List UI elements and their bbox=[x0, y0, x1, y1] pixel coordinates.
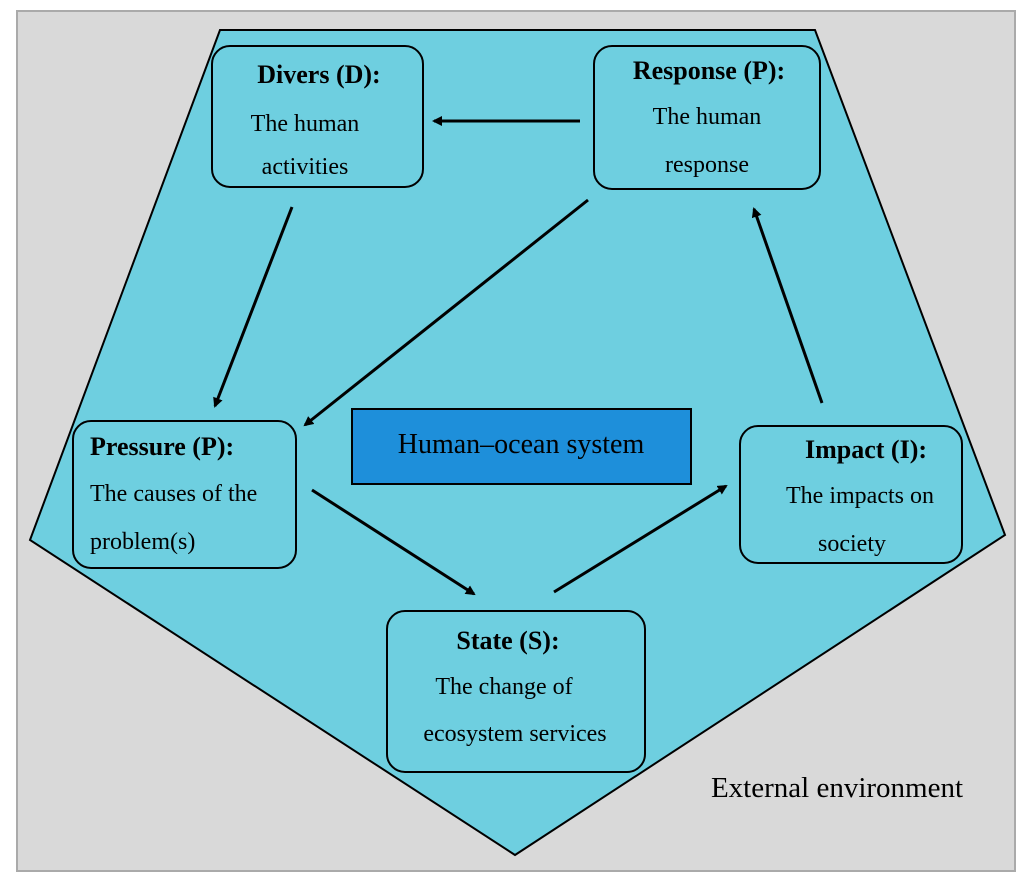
state-line2: ecosystem services bbox=[423, 721, 606, 747]
pressure-line1: The causes of the bbox=[90, 481, 257, 507]
arrow-drivers-to-pressure bbox=[213, 206, 294, 408]
arrow-impact-to-response bbox=[751, 207, 824, 404]
impact-node: Impact (I): The impacts on society bbox=[739, 425, 963, 564]
external-environment-label: External environment bbox=[711, 772, 963, 804]
impact-line1: The impacts on bbox=[786, 483, 934, 509]
drivers-line1: The human bbox=[251, 111, 360, 137]
pressure-node: Pressure (P): The causes of the problem(… bbox=[72, 420, 297, 569]
arrow-pressure-to-state bbox=[311, 488, 476, 596]
impact-line2: society bbox=[818, 531, 886, 557]
drivers-line2: activities bbox=[262, 154, 349, 180]
response-line1: The human bbox=[653, 104, 762, 130]
state-node: State (S): The change of ecosystem servi… bbox=[386, 610, 646, 773]
drivers-title: Divers (D): bbox=[257, 60, 380, 89]
impact-title: Impact (I): bbox=[805, 435, 927, 464]
pressure-line2: problem(s) bbox=[90, 529, 195, 555]
pressure-title: Pressure (P): bbox=[90, 432, 234, 461]
human-ocean-system-label: Human–ocean system bbox=[398, 429, 645, 460]
response-title: Response (P): bbox=[633, 56, 785, 85]
state-line1: The change of bbox=[435, 674, 572, 700]
arrow-response-to-pressure bbox=[303, 198, 589, 427]
response-line2: response bbox=[665, 152, 749, 178]
state-title: State (S): bbox=[456, 626, 559, 655]
arrow-state-to-impact bbox=[553, 484, 728, 594]
drivers-node: Divers (D): The human activities bbox=[211, 45, 424, 188]
human-ocean-system-label-box: Human–ocean system bbox=[351, 408, 692, 485]
response-node: Response (P): The human response bbox=[593, 45, 821, 190]
